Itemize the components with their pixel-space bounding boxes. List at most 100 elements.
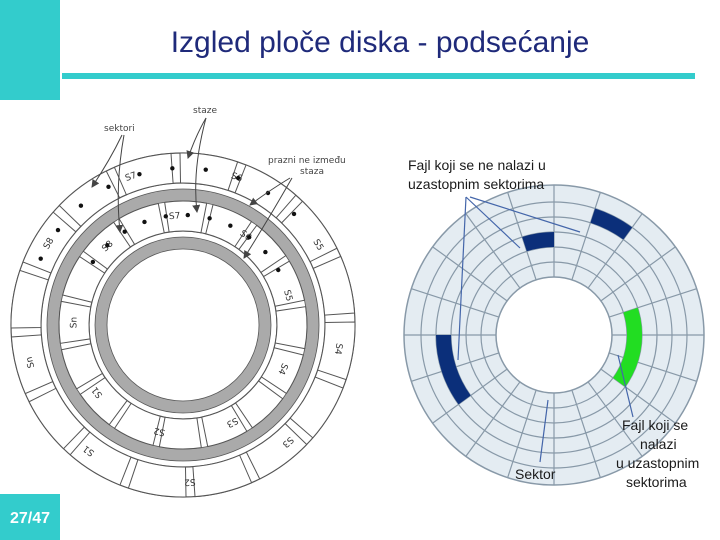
sector-dot: [163, 214, 168, 219]
sector-box: [192, 454, 253, 498]
sector-box: [312, 255, 356, 316]
sector-box: [10, 269, 49, 329]
sector-box: [317, 321, 356, 381]
sector-dot: [207, 216, 212, 221]
sector-box: [158, 416, 202, 450]
sector-dot: [235, 175, 241, 181]
sector-box: [118, 202, 165, 246]
sector-dot: [106, 184, 111, 190]
sector-dot: [105, 243, 110, 248]
sector-divider: [571, 192, 601, 281]
sectors-arrow-2: [115, 134, 125, 233]
label-gaps-line2: staza: [300, 167, 324, 177]
sector-box: [289, 376, 344, 439]
sector-box: [260, 347, 304, 395]
outer-track-sectors: S8S7S6S5S4S3S2S1Sn: [10, 152, 356, 498]
callout-line: [617, 354, 634, 418]
sector-dot: [276, 267, 281, 273]
label-contiguous-line1: Fajl koji se: [622, 417, 688, 433]
sector-dot: [38, 256, 43, 261]
label-sector: Sektor: [515, 466, 556, 482]
label-contiguous-line4: sektorima: [626, 474, 687, 490]
sector-dot: [203, 167, 208, 172]
sector-dot: [55, 227, 61, 233]
sector-divider: [587, 213, 643, 289]
sector-box: [113, 402, 161, 446]
sector-divider: [432, 246, 508, 302]
sector-box: [60, 343, 104, 390]
sector-dot: [90, 259, 96, 265]
sector-box: [58, 170, 121, 228]
middle-track-sectors: S8S7S6S5S4S3S2S1Sn: [58, 200, 308, 450]
gaps-arrow-2: [243, 177, 293, 259]
sector-box: [79, 376, 128, 426]
sector-divider: [600, 368, 676, 424]
sector-label: S7: [169, 211, 181, 222]
sector-label: S5: [281, 289, 294, 303]
sector-box: [262, 260, 306, 307]
sector-label: S2: [184, 476, 196, 486]
sector-box: [127, 459, 187, 498]
sector-divider: [587, 381, 643, 457]
label-contiguous-line3: u uzastopnim: [616, 455, 699, 471]
sector-divider: [432, 368, 508, 424]
sector-divider: [411, 288, 500, 318]
callout-line: [457, 196, 467, 361]
sector-divider: [507, 192, 537, 281]
page-number-box: [0, 494, 60, 540]
sector-box: [201, 404, 248, 448]
label-gaps-line1: prazni ne između: [268, 156, 346, 166]
sector-divider: [465, 213, 521, 289]
label-contiguous-line2: nalazi: [640, 436, 677, 452]
right-disk-hub: [495, 276, 613, 394]
fragmented-file-segment: [436, 335, 471, 405]
sector-dot: [137, 171, 142, 177]
sector-box: [280, 200, 338, 263]
page-number: 27/47: [9, 510, 51, 527]
sector-dot: [122, 229, 127, 234]
sector-dot: [185, 212, 190, 218]
label-noncontiguous-line2: uzastopnim sektorima: [408, 176, 544, 192]
sector-label: S7: [124, 171, 138, 184]
sector-box: [69, 431, 132, 486]
sector-label: Sn: [69, 317, 79, 329]
sector-box: [28, 387, 86, 450]
label-tracks: staze: [193, 106, 217, 116]
fragmented-file-segment: [522, 232, 554, 252]
sector-dot: [228, 223, 233, 228]
sector-box: [234, 380, 284, 429]
sector-dots: [38, 166, 297, 273]
sector-box: [62, 255, 106, 303]
sector-divider: [507, 389, 537, 478]
sector-dot: [142, 219, 147, 225]
sectors-arrow-1: [91, 134, 123, 188]
sector-divider: [600, 246, 676, 302]
sector-box: [58, 300, 92, 344]
sector-divider: [465, 381, 521, 457]
sector-label: S4: [332, 342, 344, 355]
disk-platter-diagram: S8S7S6S5S4S3S2S1Sn S8S7S6S5S4S3S2S1Sn st…: [10, 106, 356, 498]
tracks-arrow-1: [186, 117, 207, 159]
sector-dot: [78, 203, 84, 208]
label-noncontiguous-line1: Fajl koji se ne nalazi u: [408, 157, 546, 173]
sector-box: [22, 211, 77, 274]
sector-dot: [291, 211, 297, 217]
sector-divider: [571, 389, 601, 478]
sector-label: S2: [153, 425, 166, 437]
tracks-arrow-2: [192, 117, 207, 213]
gaps-arrow-1: [249, 177, 291, 206]
sector-label: S4: [275, 361, 289, 376]
label-sectors: sektori: [104, 124, 135, 134]
sector-box: [245, 422, 308, 480]
sector-dot: [263, 249, 268, 255]
sector-box: [234, 164, 297, 219]
fragmented-file-segment: [590, 208, 633, 240]
sector-box: [10, 334, 54, 395]
sector-dot: [246, 234, 252, 240]
sector-dot: [170, 166, 175, 171]
callout-line: [539, 399, 549, 463]
callout-line: [469, 196, 581, 233]
callout-line: [465, 196, 521, 249]
file-allocation-diagram: Fajl koji se ne nalazi u uzastopnim sekt…: [403, 157, 705, 490]
